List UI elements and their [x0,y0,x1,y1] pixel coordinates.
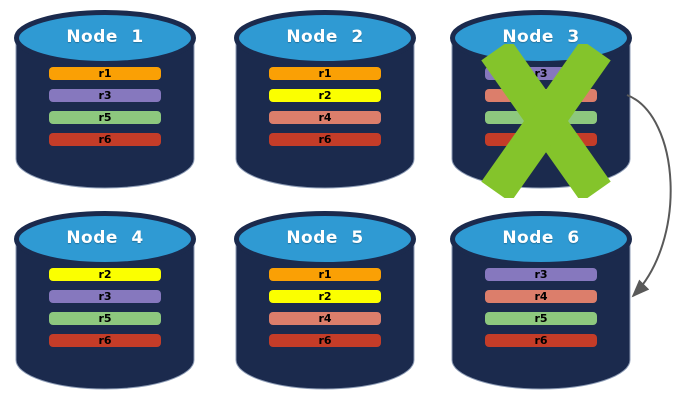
replica-bar: r1 [269,67,381,80]
replica-bar: r5 [49,111,161,124]
replica-bar: r6 [485,334,597,347]
failure-x-icon [481,44,611,198]
cylinder-top [14,10,196,66]
replica-bar: r4 [269,111,381,124]
replica-bar: r6 [269,334,381,347]
node-title: Node 4 [66,228,144,248]
replica-bar: r1 [269,268,381,281]
cylinder-top [234,211,416,267]
node-title: Node 5 [286,228,364,248]
replica-bar: r3 [49,89,161,102]
replica-bar: r5 [485,312,597,325]
node-title: Node 1 [66,27,144,47]
replica-bar: r2 [269,290,381,303]
replica-list: r1 r2 r4 r6 [269,67,381,155]
node-title: Node 2 [286,27,364,47]
replica-bar: r4 [269,312,381,325]
replica-bar: r3 [485,268,597,281]
replica-bar: r3 [49,290,161,303]
node-6: Node 6 r3 r4 r5 r6 [449,210,633,394]
node-title: Node 3 [502,27,580,47]
replica-bar: r2 [269,89,381,102]
cylinder-top [234,10,416,66]
replica-bar: r1 [49,67,161,80]
replica-list: r1 r2 r4 r6 [269,268,381,356]
replica-bar: r6 [49,133,161,146]
node-4: Node 4 r2 r3 r5 r6 [13,210,197,394]
replica-bar: r2 [49,268,161,281]
cylinder-top [14,211,196,267]
node-5: Node 5 r1 r2 r4 r6 [233,210,417,394]
failure-x-stroke [481,44,611,198]
replica-bar: r5 [49,312,161,325]
replica-bar: r4 [485,290,597,303]
replica-bar: r6 [269,133,381,146]
node-2: Node 2 r1 r2 r4 r6 [233,9,417,193]
node-title: Node 6 [502,228,580,248]
replica-list: r1 r3 r5 r6 [49,67,161,155]
replica-bar: r6 [49,334,161,347]
failover-arrow-path [626,94,672,298]
node-1: Node 1 r1 r3 r5 r6 [13,9,197,193]
replica-list: r3 r4 r5 r6 [485,268,597,356]
replica-list: r2 r3 r5 r6 [49,268,161,356]
